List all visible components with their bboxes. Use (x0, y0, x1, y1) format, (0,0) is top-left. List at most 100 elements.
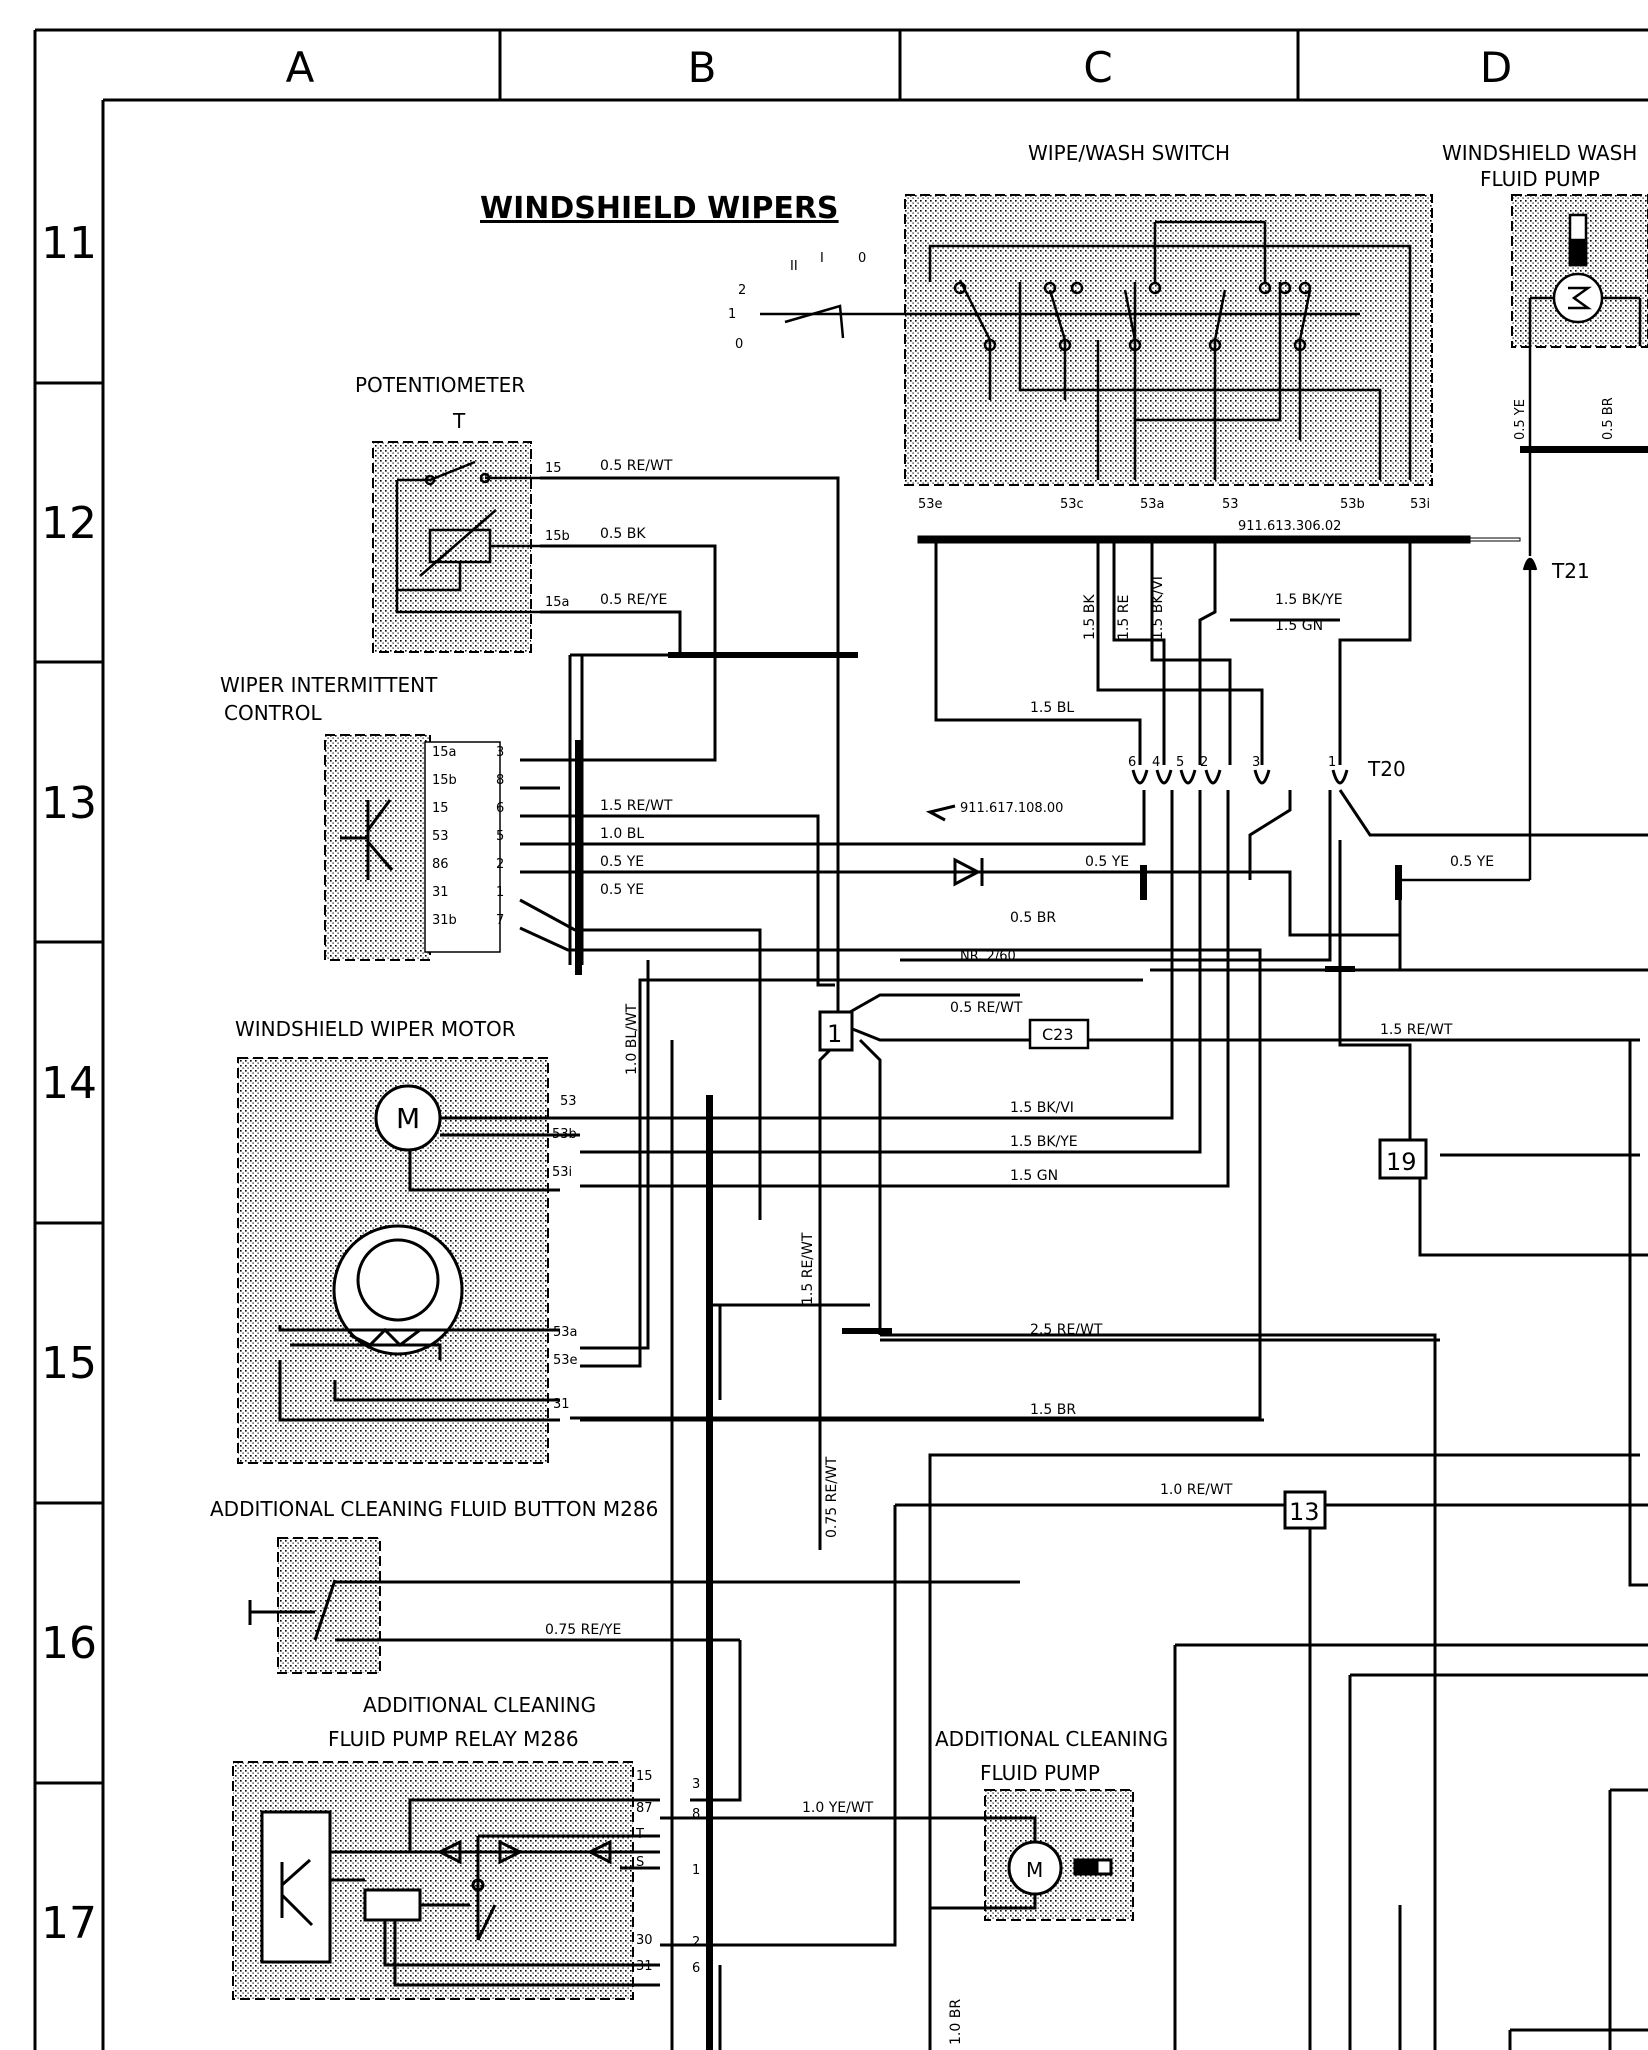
row-label-13: 13 (41, 778, 97, 829)
relay-ref-label: NR. 2/60 (960, 949, 1016, 964)
extra-pump-title-1: ADDITIONAL CLEANING (935, 1727, 1168, 1751)
switch-position-II: II (790, 259, 798, 274)
wire-label-15: 1.5 BK (1082, 594, 1098, 640)
wire-label-09: 0.5 YE (1450, 854, 1494, 870)
relay-pin-S: S (636, 1855, 644, 1870)
motor-pin-31: 31 (553, 1397, 570, 1412)
washer-pump-internals (1528, 213, 1642, 450)
cleaning-button-title: ADDITIONAL CLEANING FLUID BUTTON M286 (210, 1497, 658, 1521)
wiper-motor-title: WINDSHIELD WIPER MOTOR (235, 1017, 516, 1041)
t20-pin-2: 2 (1200, 755, 1208, 770)
relay-pin-15: 15 (636, 1769, 653, 1784)
t21-label: T21 (1551, 559, 1590, 583)
intermittent-title-2: CONTROL (224, 701, 323, 725)
wipe-wash-switch-internals (760, 220, 1412, 480)
wiper-motor-internals (278, 1084, 580, 1422)
wire-label-24: 1.0 BL/WT (624, 1003, 640, 1075)
wire-label-20: 1.5 RE/WT (1380, 1022, 1453, 1038)
t20-pin-6: 6 (1128, 755, 1136, 770)
row-label-16: 16 (41, 1618, 97, 1669)
intermittent-title-1: WIPER INTERMITTENT (220, 673, 438, 697)
relay-title-2: FLUID PUMP RELAY M286 (328, 1727, 579, 1751)
column-label-a: A (286, 43, 315, 92)
relay-pin-T: T (635, 1827, 644, 1842)
wire-label-28: 1.0 RE/WT (1160, 1482, 1233, 1498)
connector-19: 19 (1378, 1138, 1428, 1180)
motor-symbol: M (396, 1102, 420, 1135)
relay-num-1: 1 (692, 1863, 700, 1878)
wire-label-17: 1.5 BK/VI (1150, 576, 1166, 640)
cleaning-button-box (277, 1537, 381, 1674)
switch-position-0-right: 0 (858, 251, 866, 266)
motor-pin-53i: 53i (552, 1165, 572, 1180)
washer-pump-bar (1520, 446, 1648, 453)
potentiometer-symbol: T (452, 409, 466, 433)
relay-pin-30: 30 (636, 1933, 653, 1948)
wire-label-13: 1.5 BK/YE (1275, 592, 1343, 608)
row-label-12: 12 (41, 498, 97, 549)
connector-c23-label: C23 (1042, 1025, 1074, 1044)
row-label-11: 11 (41, 218, 97, 269)
connector-c23: C23 (1028, 1018, 1090, 1050)
column-label-d: D (1480, 43, 1512, 92)
wire-label-04: 1.5 RE/WT (600, 798, 673, 814)
t20-pin-1: 1 (1328, 755, 1336, 770)
motor-pin-53a: 53a (553, 1325, 578, 1340)
int-num-2: 2 (496, 857, 504, 872)
motor-pin-53b: 53b (552, 1127, 577, 1142)
int-pin-86: 86 (432, 857, 449, 872)
diode (900, 804, 984, 887)
wire-label-25: 1.5 RE/WT (800, 1232, 816, 1305)
wire-label-07: 0.5 YE (600, 882, 644, 898)
row-label-14: 14 (41, 1058, 97, 1109)
connector-1-label: 1 (827, 1020, 842, 1048)
column-labels: A B C D (286, 43, 1513, 92)
relay-pin-31: 31 (636, 1959, 653, 1974)
washer-pump-wire-ye: 0.5 YE (1513, 399, 1528, 440)
wire-label-02: 0.5 BK (600, 526, 646, 542)
diagram-title: WINDSHIELD WIPERS (480, 191, 839, 226)
int-pin-15a: 15a (432, 745, 457, 760)
motor-pin-53: 53 (560, 1094, 577, 1109)
t20-pin-3: 3 (1252, 755, 1260, 770)
switch-position-I: I (820, 251, 824, 266)
switch-pin-53: 53 (1222, 497, 1239, 512)
switch-pin-53c: 53c (1060, 497, 1084, 512)
wire-label-32: 1.0 BR (948, 1999, 964, 2045)
potentiometer-title: POTENTIOMETER (355, 373, 525, 397)
wire-label-10: 0.5 BR (1010, 910, 1056, 926)
wire-label-01: 0.5 RE/WT (600, 458, 673, 474)
relay-num-8: 8 (692, 1807, 700, 1822)
wire-label-30: 0.75 RE/YE (545, 1622, 621, 1638)
relay-pins: 15 87 T S 30 31 3 8 1 2 6 (635, 1769, 700, 1976)
intermittent-control-box (324, 734, 431, 961)
row-label-17: 17 (41, 1898, 97, 1949)
cleaning-button-internals (248, 1579, 1020, 1642)
washer-pump-wire-br: 0.5 BR (1601, 397, 1616, 440)
intermittent-internals (340, 741, 501, 953)
connector-1: 1 (818, 1010, 854, 1052)
wire-label-03: 0.5 RE/YE (600, 592, 667, 608)
wire-label-22: 1.5 BK/YE (1010, 1134, 1078, 1150)
extra-pump-motor-symbol: M (1026, 1858, 1043, 1882)
wire-label-11: 0.5 RE/WT (950, 1000, 1023, 1016)
column-label-c: C (1083, 43, 1112, 92)
t21-connector (1400, 453, 1538, 882)
wire-label-05: 1.0 BL (600, 826, 644, 842)
motor-pins: 53 53b 53i 53a 53e 31 (552, 1094, 578, 1412)
t20-label: T20 (1367, 757, 1406, 781)
relay-title-1: ADDITIONAL CLEANING (363, 1693, 596, 1717)
wire-label-26: 2.5 RE/WT (1030, 1322, 1103, 1338)
wire-label-12: 1.5 BL (1030, 700, 1074, 716)
switch-position-2: 2 (738, 283, 746, 298)
intermittent-pins: 15a 15b 15 53 86 31 31b 3 8 6 5 2 1 7 (432, 745, 504, 928)
relay-pin-87: 87 (636, 1801, 653, 1816)
int-num-3: 3 (496, 745, 504, 760)
int-num-6: 6 (496, 801, 504, 816)
connector-13: 13 (1283, 1490, 1327, 1530)
component-titles: WIPE/WASH SWITCH WINDSHIELD WASH FLUID P… (210, 141, 1637, 1785)
wire-label-29: 0.75 RE/WT (824, 1456, 840, 1538)
t20-pin-4: 4 (1152, 755, 1160, 770)
row-label-15: 15 (41, 1338, 97, 1389)
